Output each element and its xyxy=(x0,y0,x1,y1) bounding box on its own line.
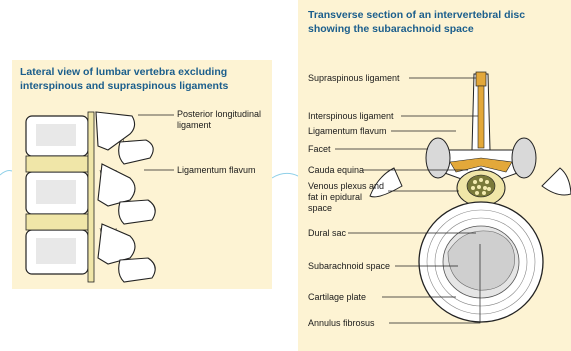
posterior-longitudinal-ligament xyxy=(88,112,94,282)
disc-1 xyxy=(26,156,88,172)
label-dural-sac: Dural sac xyxy=(308,228,346,239)
lateral-view-title: Lateral view of lumbar vertebra excludin… xyxy=(20,65,268,93)
label-subarachnoid-space: Subarachnoid space xyxy=(308,261,390,272)
interspinous-ligament-shape xyxy=(478,86,484,148)
vertebral-body-3 xyxy=(26,230,88,274)
label-facet: Facet xyxy=(308,144,331,155)
lateral-view-panel: Lateral view of lumbar vertebra excludin… xyxy=(12,60,272,289)
transverse-section-panel: Transverse section of an intervertebral … xyxy=(298,0,571,351)
transverse-section-title: Transverse section of an intervertebral … xyxy=(308,8,566,36)
label-ligamentum-flavum-left: Ligamentum flavum xyxy=(177,165,256,176)
facet-right xyxy=(512,138,536,178)
label-interspinous-ligament: Interspinous ligament xyxy=(308,111,394,122)
facet-left xyxy=(426,138,450,178)
vertebral-body-1 xyxy=(26,116,88,156)
transverse-process-right xyxy=(542,168,571,195)
label-cauda-equina: Cauda equina xyxy=(308,165,364,176)
label-venous-plexus: Venous plexus and fat in epidural space xyxy=(308,181,388,214)
label-ligamentum-flavum: Ligamentum flavum xyxy=(308,126,387,137)
vertebral-body-2 xyxy=(26,172,88,214)
label-posterior-longitudinal-ligament: Posterior longitudinal ligament xyxy=(177,109,267,131)
label-annulus-fibrosus: Annulus fibrosus xyxy=(308,318,375,329)
label-supraspinous-ligament: Supraspinous ligament xyxy=(308,73,400,84)
supraspinous-ligament-shape xyxy=(476,72,486,86)
label-cartilage-plate: Cartilage plate xyxy=(308,292,366,303)
posterior-elements xyxy=(96,112,155,282)
disc-2 xyxy=(26,214,88,230)
